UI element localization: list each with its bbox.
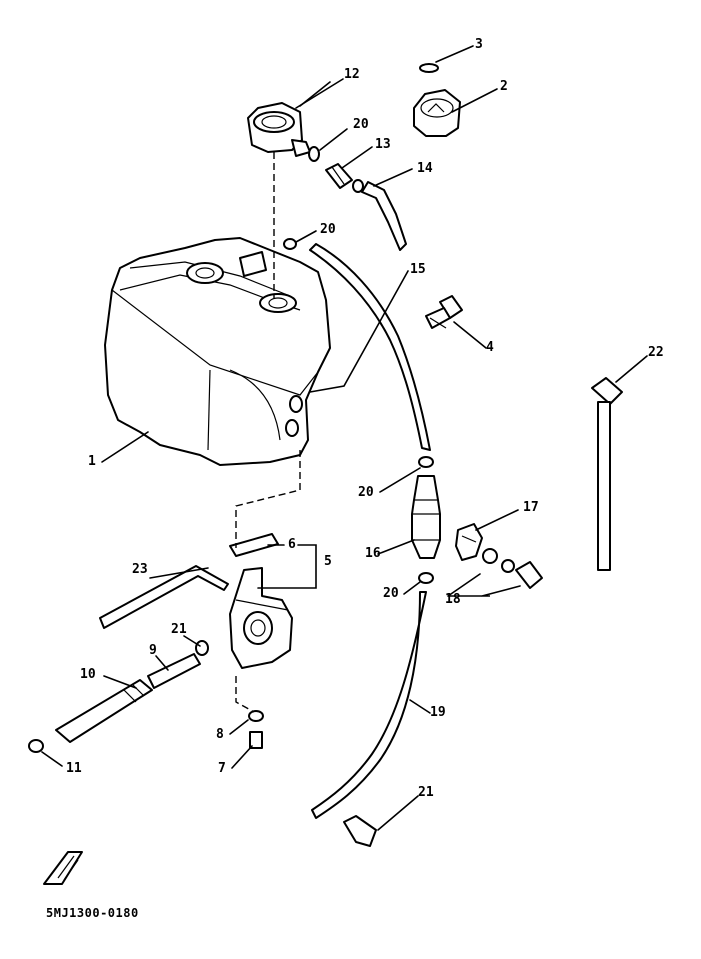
- filler-clip: [308, 146, 320, 162]
- alignment-line: [235, 450, 301, 548]
- cap-gasket: [419, 63, 439, 73]
- filler-neck: [247, 102, 311, 157]
- callout-8: 8: [216, 727, 224, 742]
- hose-clip: [418, 572, 434, 584]
- fuel-filter: [411, 475, 441, 559]
- hose-clip: [418, 456, 434, 468]
- fuel-tank: [104, 237, 331, 466]
- overflow-hose: [99, 565, 229, 629]
- callout-12: 12: [344, 67, 360, 82]
- callout-20: 20: [383, 586, 399, 601]
- callout-20: 20: [358, 485, 374, 500]
- hose-clip-11: [28, 739, 44, 753]
- callout-15: 15: [410, 262, 426, 277]
- fuel-cap: [413, 89, 461, 137]
- bolt-21: [343, 815, 377, 847]
- callout-10: 10: [80, 667, 96, 682]
- washer-8: [248, 710, 264, 722]
- alignment-line: [235, 676, 255, 713]
- callout-2: 2: [500, 79, 508, 94]
- fuel-filter-bracket: [455, 523, 483, 561]
- callout-3: 3: [475, 37, 483, 52]
- callout-14: 14: [417, 161, 433, 176]
- callout-4: 4: [486, 340, 494, 355]
- hose-clip-11: [195, 640, 209, 656]
- callout-20: 20: [320, 222, 336, 237]
- tank-bolt: [425, 295, 463, 329]
- washer: [501, 559, 515, 573]
- callout-9: 9: [149, 643, 157, 658]
- callout-6: 6: [288, 537, 296, 552]
- callout-21: 21: [418, 785, 434, 800]
- front-arrow-icon: [43, 851, 83, 885]
- leader-lines: [41, 45, 648, 831]
- fuel-hose-upper: [309, 243, 431, 451]
- fuel-hose-lower: [311, 591, 427, 819]
- fuel-pipe: [147, 653, 201, 689]
- callout-20: 20: [353, 117, 369, 132]
- callout-17: 17: [523, 500, 539, 515]
- callout-5: 5: [324, 554, 332, 569]
- callout-1: 1: [88, 454, 96, 469]
- callout-19: 19: [430, 705, 446, 720]
- washer: [482, 548, 498, 564]
- callout-23: 23: [132, 562, 148, 577]
- hose-clip: [283, 238, 297, 250]
- drawing-code: 5MJ1300-0180: [46, 906, 139, 920]
- callout-16: 16: [365, 546, 381, 561]
- callout-21: 21: [171, 622, 187, 637]
- bracket-screw: [515, 561, 543, 589]
- breather-hose: [361, 181, 407, 251]
- fuel-cock: [229, 567, 293, 669]
- callout-11: 11: [66, 761, 82, 776]
- callout-18: 18: [445, 592, 461, 607]
- cable-tie: [591, 377, 623, 571]
- callout-13: 13: [375, 137, 391, 152]
- callout-7: 7: [218, 761, 226, 776]
- fuel-cock-gasket: [229, 533, 279, 557]
- fuel-hose-10: [55, 679, 153, 743]
- breather-nipple: [325, 163, 364, 193]
- screw-7: [249, 731, 263, 749]
- callout-22: 22: [648, 345, 664, 360]
